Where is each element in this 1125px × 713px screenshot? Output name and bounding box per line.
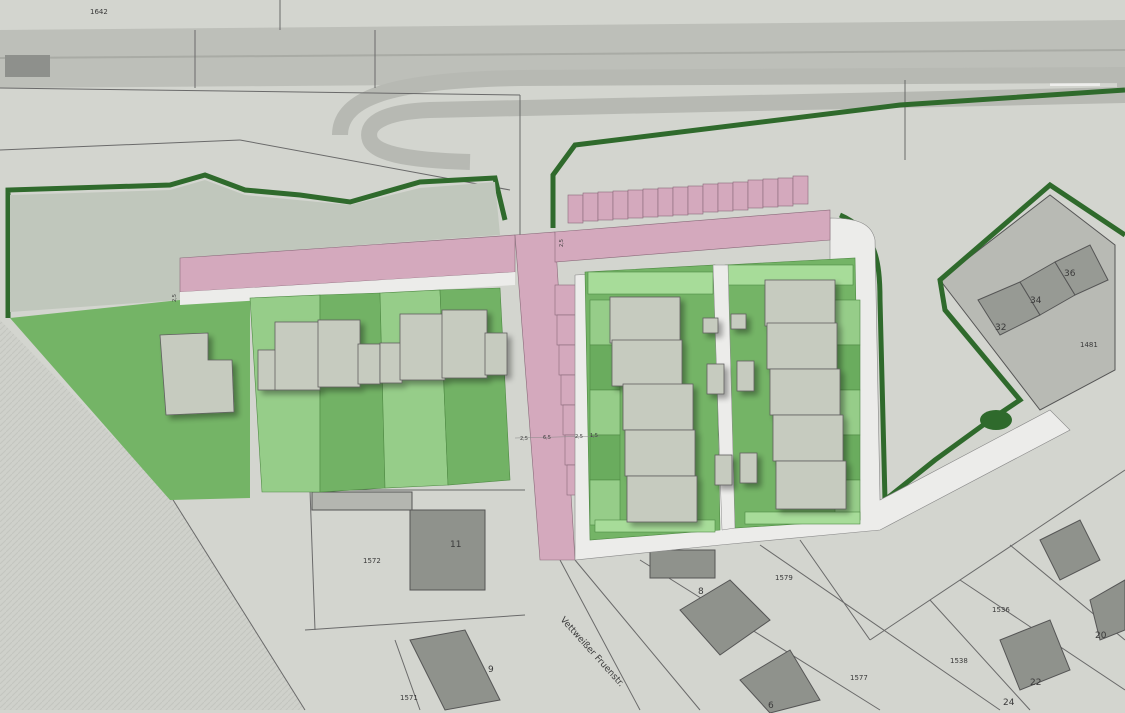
house-number-11: 11 — [450, 540, 461, 550]
label-1572: 1572 — [363, 557, 381, 565]
right-block-houses — [977, 244, 1109, 336]
house-number-32: 32 — [995, 323, 1006, 333]
planned-buildings-left — [159, 309, 508, 416]
house-number-36: 36 — [1064, 269, 1076, 279]
field-bottom-left — [0, 320, 305, 710]
dimension-4: 1,5 — [590, 433, 598, 439]
highway-lane — [0, 49, 1125, 59]
house-number-22: 22 — [1030, 678, 1041, 688]
house-number-34: 34 — [1030, 296, 1042, 306]
site-boundary-left — [5, 172, 508, 318]
crossing-line — [514, 435, 601, 439]
dimension-6: 2,5 — [172, 294, 178, 302]
strip-left — [10, 180, 500, 312]
house-number-9: 9 — [488, 665, 494, 675]
label-1536: 1536 — [992, 606, 1010, 614]
dimension-2: 6,5 — [543, 435, 551, 441]
label-1577: 1577 — [850, 674, 868, 682]
label-1481: 1481 — [1080, 341, 1098, 349]
dimension-5: 2,5 — [559, 239, 565, 247]
road-horizontal-right — [554, 209, 831, 263]
label-1642: 1642 — [90, 8, 108, 16]
house-number-8: 8 — [698, 587, 704, 597]
site-boundary-right — [550, 87, 1125, 228]
path-left — [180, 272, 515, 305]
planned-buildings-right — [609, 279, 847, 523]
dimension-1: 2,5 — [520, 436, 528, 442]
label-1538: 1538 — [950, 657, 968, 665]
house-number-24: 24 — [1003, 698, 1015, 708]
dimension-3: 2,5 — [575, 434, 583, 440]
highway-ramp — [332, 66, 1125, 170]
green-marker — [980, 410, 1012, 430]
label-1579: 1579 — [775, 574, 793, 582]
parking-top — [567, 175, 809, 224]
house-number-20: 20 — [1095, 631, 1107, 641]
label-1571: 1571 — [400, 694, 418, 702]
truck-top-left — [5, 55, 50, 77]
existing-buildings — [311, 491, 1125, 713]
house-number-6: 6 — [768, 701, 774, 711]
